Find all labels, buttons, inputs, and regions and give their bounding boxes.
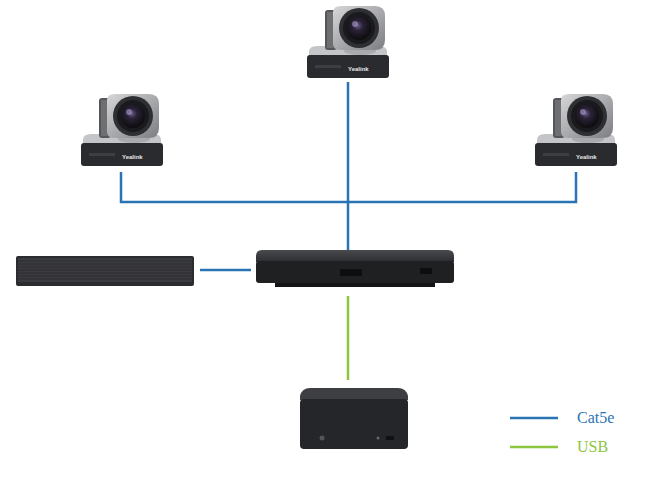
cat5e-wire — [121, 82, 576, 270]
soundbar — [16, 256, 194, 286]
legend-text: USB — [577, 439, 608, 455]
usb-wire — [347, 296, 350, 380]
brand-logo: Yealink — [348, 66, 369, 72]
legend-line — [510, 446, 558, 449]
brand-logo: Yealink — [122, 154, 143, 160]
hub-box — [256, 250, 454, 287]
brand-logo: Yealink — [576, 154, 597, 160]
mini-pc — [300, 388, 408, 449]
legend-text: Cat5e — [577, 410, 614, 426]
ptz-camera — [307, 6, 389, 78]
ptz-camera — [535, 94, 617, 166]
ptz-camera — [81, 94, 163, 166]
legend-line — [510, 417, 558, 420]
